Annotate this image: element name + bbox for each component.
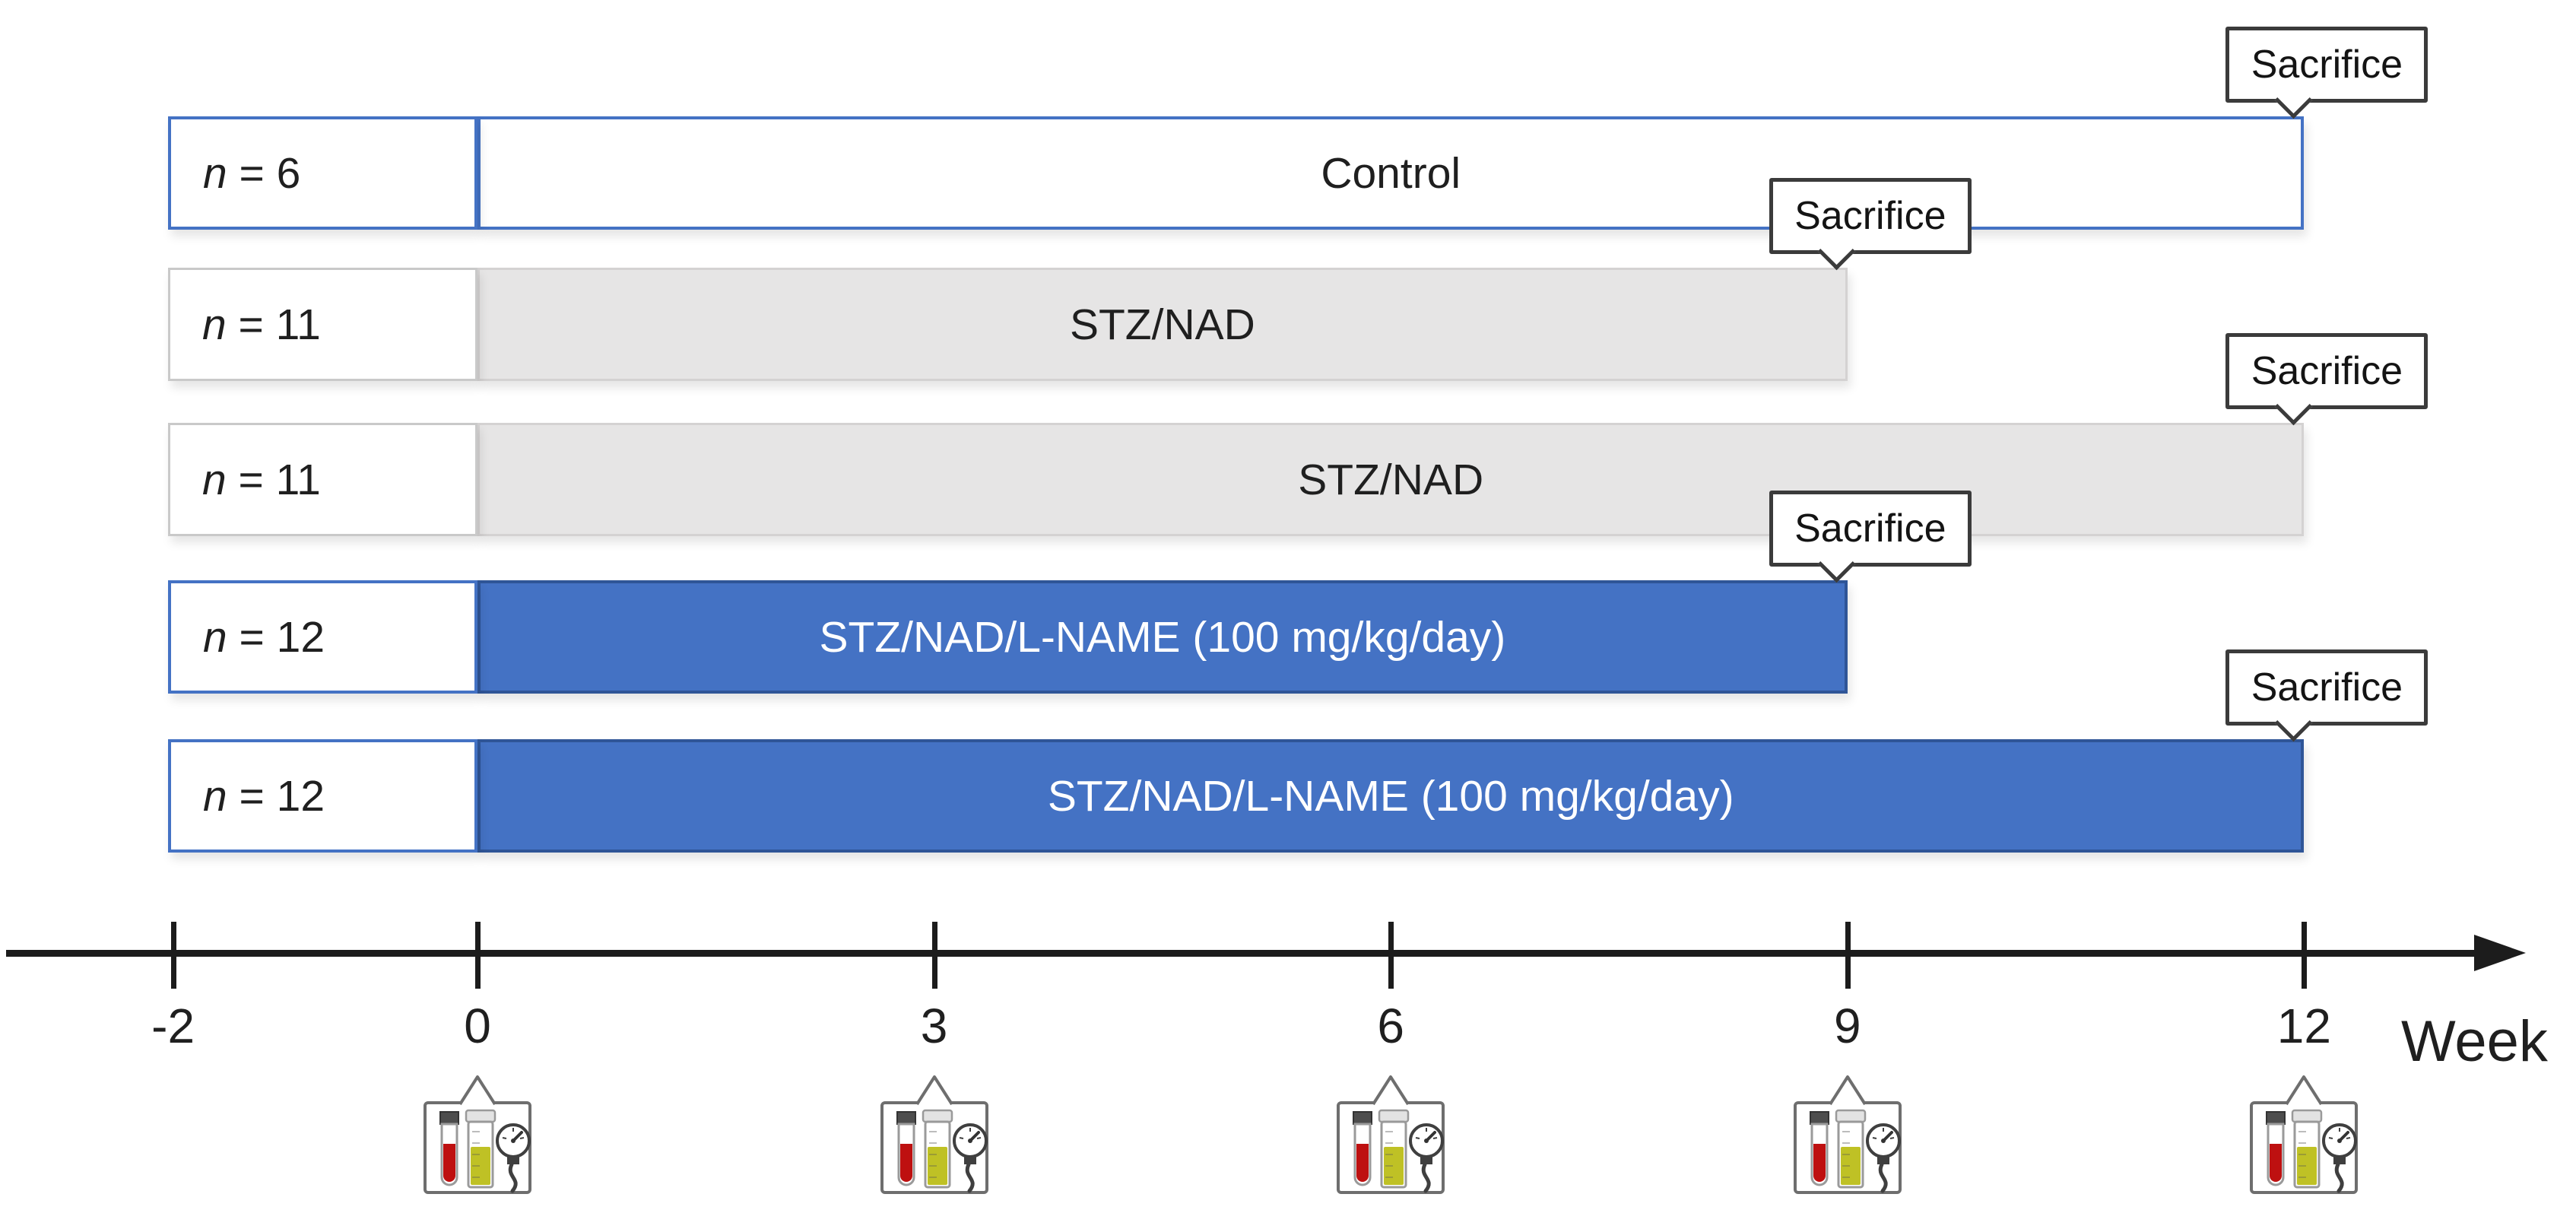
blood-sample — [899, 1144, 912, 1182]
sacrifice-callout: Sacrifice — [1769, 178, 1972, 271]
axis-tick-label: -2 — [151, 999, 195, 1053]
sacrifice-callout: Sacrifice — [1769, 491, 1972, 583]
axis-tick — [475, 922, 481, 989]
group-bar: Control — [477, 116, 2305, 230]
axis-tick-label: 0 — [464, 999, 491, 1053]
urine-sample — [927, 1147, 947, 1185]
sacrifice-callout-label: Sacrifice — [2251, 43, 2403, 87]
sacrifice-callout: Sacrifice — [2225, 27, 2428, 119]
group-bar: STZ/NAD — [477, 423, 2305, 536]
axis-tick — [1845, 922, 1851, 989]
axis-tick-label: 12 — [2276, 999, 2331, 1053]
sacrifice-callout-label: Sacrifice — [2251, 349, 2403, 393]
urine-cup-cap — [922, 1109, 953, 1123]
sacrifice-callout-label: Sacrifice — [2251, 665, 2403, 710]
urine-cup-cap — [1378, 1109, 1410, 1123]
blood-urine-bp-icon — [424, 1075, 531, 1194]
group-n-label: n = 11 — [168, 423, 477, 536]
sacrifice-callout-label: Sacrifice — [1794, 507, 1946, 551]
group-treatment-label: STZ/NAD — [1069, 300, 1255, 349]
blood-sample — [1813, 1144, 1826, 1182]
axis-arrowhead-icon — [2474, 935, 2526, 971]
axis-tick-label: 3 — [920, 999, 948, 1053]
urine-sample — [1384, 1147, 1404, 1185]
group-n-text: n = 12 — [203, 612, 325, 662]
urine-cup-cap — [1835, 1109, 1867, 1123]
urine-cup-cap — [2292, 1109, 2323, 1123]
urine-sample — [2297, 1147, 2317, 1185]
blood-tube-cap — [1809, 1111, 1829, 1125]
blood-tube-cap — [1353, 1111, 1373, 1125]
blood-urine-bp-icon — [880, 1075, 988, 1194]
blood-urine-bp-icon — [2250, 1075, 2359, 1194]
sacrifice-callout-label: Sacrifice — [1794, 194, 1946, 238]
blood-tube-cap — [2266, 1111, 2286, 1125]
urine-sample — [471, 1147, 490, 1185]
axis-week-label: Week — [2401, 1009, 2548, 1074]
group-bar: STZ/NAD — [477, 268, 1848, 381]
timeline-axis — [6, 950, 2477, 957]
sacrifice-callout: Sacrifice — [2225, 333, 2428, 426]
group-n-label: n = 11 — [168, 268, 477, 381]
blood-tube-cap — [896, 1111, 916, 1125]
group-treatment-label: STZ/NAD/L-NAME (100 mg/kg/day) — [1047, 771, 1734, 821]
axis-tick — [170, 922, 176, 989]
group-treatment-label: Control — [1321, 148, 1461, 198]
group-treatment-label: STZ/NAD — [1298, 455, 1484, 504]
blood-sample — [443, 1144, 455, 1182]
group-treatment-label: STZ/NAD/L-NAME (100 mg/kg/day) — [819, 612, 1506, 662]
group-n-text: n = 6 — [203, 148, 301, 198]
group-bar: STZ/NAD/L-NAME (100 mg/kg/day) — [477, 580, 1848, 694]
axis-tick-label: 9 — [1834, 999, 1861, 1053]
blood-urine-bp-icon — [1793, 1075, 1902, 1194]
blood-sample — [1356, 1144, 1369, 1182]
axis-tick-label: 6 — [1377, 999, 1404, 1053]
blood-urine-bp-icon — [1337, 1075, 1445, 1194]
axis-tick — [2302, 922, 2308, 989]
axis-tick — [931, 922, 937, 989]
group-n-text: n = 12 — [203, 771, 325, 821]
blood-tube-cap — [439, 1111, 459, 1125]
group-bar: STZ/NAD/L-NAME (100 mg/kg/day) — [477, 739, 2305, 853]
sacrifice-callout: Sacrifice — [2225, 649, 2428, 742]
group-n-text: n = 11 — [202, 455, 321, 504]
blood-sample — [2270, 1144, 2283, 1182]
group-n-text: n = 11 — [202, 300, 321, 349]
group-n-label: n = 6 — [168, 116, 477, 230]
group-n-label: n = 12 — [168, 739, 477, 853]
urine-cup-cap — [465, 1109, 496, 1123]
group-n-label: n = 12 — [168, 580, 477, 694]
axis-tick — [1388, 922, 1394, 989]
urine-sample — [1840, 1147, 1861, 1185]
